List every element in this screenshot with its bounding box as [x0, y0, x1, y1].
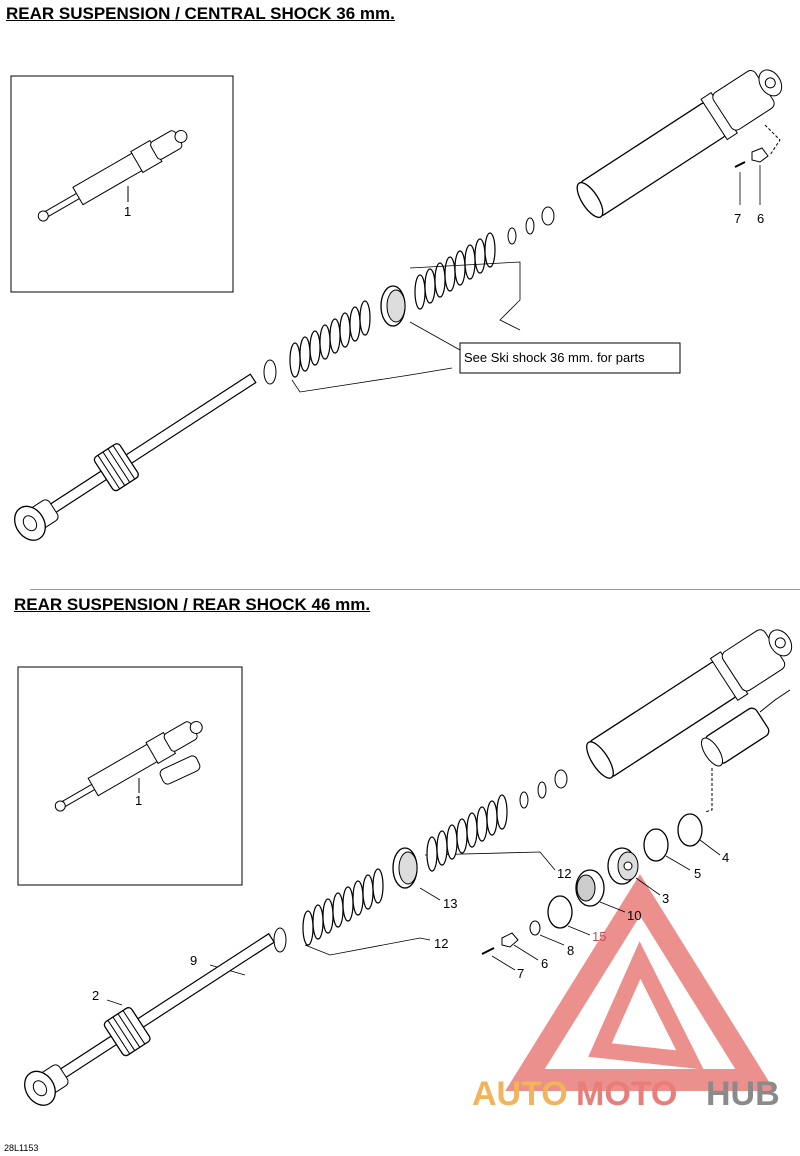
- callout-6-top: 6: [757, 211, 764, 226]
- diagram-code: 28L1153: [4, 1143, 39, 1153]
- note-leader-lines: [291, 261, 521, 393]
- spring-lower-large: [289, 300, 371, 378]
- callout-leaders-rear: [106, 839, 721, 1006]
- fitting-6-7: [734, 147, 769, 205]
- note-box: [459, 342, 681, 374]
- washers-nut-upper: [507, 206, 555, 245]
- washer-rear: [273, 927, 287, 953]
- callout-3: 3: [662, 891, 669, 906]
- callout-12-lower: 12: [434, 936, 448, 951]
- spring-rear-large: [302, 868, 384, 946]
- callout-7-top: 7: [734, 211, 741, 226]
- shock-body-upper: [576, 69, 783, 218]
- callout-4: 4: [722, 850, 729, 865]
- piston-disc: [380, 285, 406, 327]
- spring-rear-small: [426, 794, 508, 872]
- callout-2: 2: [92, 988, 99, 1003]
- svg-text:MOTO: MOTO: [576, 1075, 677, 1113]
- section-title-rear-shock: REAR SUSPENSION / REAR SHOCK 46 mm.: [14, 595, 371, 614]
- callout-8: 8: [567, 943, 574, 958]
- watermark-text: AUTO MOTO HUB: [472, 1075, 780, 1113]
- section-title-central-shock: REAR SUSPENSION / CENTRAL SHOCK 36 mm.: [6, 4, 395, 23]
- callout-9: 9: [190, 953, 197, 968]
- svg-text:AUTO: AUTO: [472, 1075, 568, 1113]
- piston-disc-rear: [392, 847, 418, 889]
- inset-label-rear: 1: [135, 793, 142, 808]
- svg-text:HUB: HUB: [706, 1075, 780, 1113]
- inset-shock-icon-rear: [54, 721, 203, 812]
- callout-6-rear: 6: [541, 956, 548, 971]
- watermark-logo: [505, 874, 775, 1091]
- callout-10: 10: [627, 908, 641, 923]
- callout-13: 13: [443, 896, 457, 911]
- shaft-assembly-rear: [24, 932, 275, 1106]
- inset-label: 1: [124, 204, 131, 219]
- washers-nut-rear: [519, 769, 568, 809]
- section-divider: [30, 589, 800, 590]
- inset-box-rear: 1: [17, 666, 243, 886]
- callout-12-upper: 12: [557, 866, 571, 881]
- callout-7-rear: 7: [517, 966, 524, 981]
- inset-box-central: 1: [10, 75, 234, 293]
- washer-lower: [263, 359, 277, 385]
- shaft-assembly-upper: [14, 373, 257, 541]
- callout-5: 5: [694, 866, 701, 881]
- inset-shock-icon: [37, 130, 188, 222]
- spring-upper-small: [414, 232, 496, 310]
- reservoir-parts: [481, 813, 703, 955]
- note-text: See Ski shock 36 mm. for parts: [464, 350, 645, 365]
- shock-body-rear: [586, 629, 793, 813]
- callout-15: 15: [592, 929, 606, 944]
